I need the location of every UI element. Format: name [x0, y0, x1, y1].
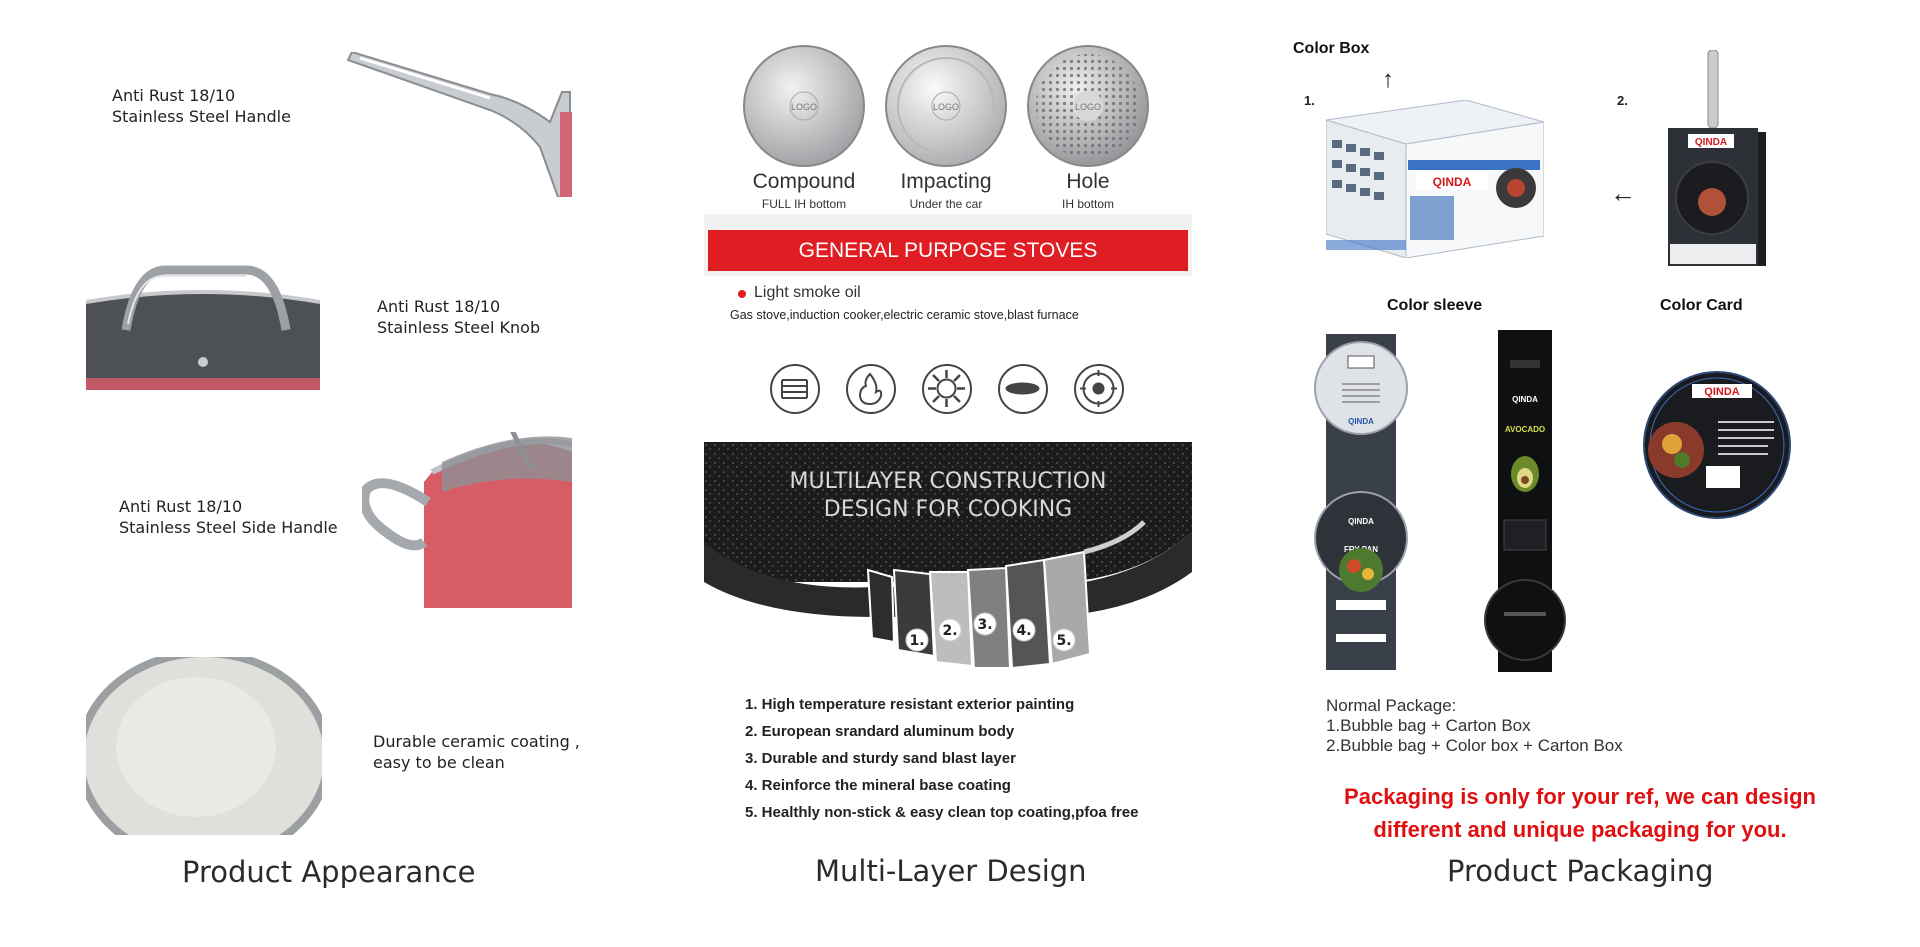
stoves-line: Gas stove,induction cooker,electric cera…	[730, 308, 1079, 322]
sleeve2-brand-text: QINDA	[1512, 395, 1538, 404]
construction-heading-2: DESIGN FOR COOKING	[824, 497, 1072, 522]
impacting-bottom-disc: LOGO	[885, 45, 1007, 167]
sleeve2-product-text: AVOCADO	[1505, 425, 1545, 434]
feature-coating-text: Durable ceramic coating , easy to be cle…	[373, 732, 580, 772]
compound-bottom-disc: LOGO	[743, 45, 865, 167]
layer-item-1: 1. High temperature resistant exterior p…	[745, 696, 1075, 713]
oil-label: Light smoke oil	[754, 284, 861, 301]
multilayer-column: LOGO LOGO LOGO Compound FULL IH bottom I…	[690, 0, 1210, 947]
feature-knob-text: Anti Rust 18/10 Stainless Steel Knob	[377, 297, 541, 337]
electric-hob-icon	[1074, 364, 1124, 414]
induction-coil-icon	[770, 364, 820, 414]
layer-marker-4: 4.	[1016, 623, 1031, 639]
impacting-label: Impacting	[900, 170, 992, 193]
layer-item-4: 4. Reinforce the mineral base coating	[745, 777, 1011, 794]
layer-marker-1: 1.	[909, 633, 924, 649]
pan-box-brand-text: QINDA	[1695, 137, 1727, 148]
layer-item-3: 3. Durable and sturdy sand blast layer	[745, 750, 1016, 767]
card-brand-text: QINDA	[1704, 386, 1740, 398]
hole-logo-text: LOGO	[1075, 102, 1101, 112]
num-2-label: 2.	[1617, 93, 1628, 108]
compound-label: Compound	[752, 170, 856, 193]
ceramic-plate-icon	[998, 364, 1048, 414]
up-arrow-icon: ↑	[1382, 66, 1394, 93]
side-handle-image	[362, 432, 572, 608]
oil-bullet	[738, 290, 746, 298]
left-arrow-icon: ←	[1610, 178, 1636, 208]
hole-sublabel: IH bottom	[1061, 197, 1115, 211]
packaging-note-line-2: different and unique packaging for you.	[1373, 817, 1787, 842]
packaging-title: Product Packaging	[1447, 854, 1714, 888]
color-box-image: QINDA	[1326, 100, 1544, 258]
color-sleeve-1-image: QINDA QINDA FRY PAN	[1314, 334, 1408, 670]
layer-marker-3: 3.	[977, 617, 992, 633]
fry-pan-box-image: QINDA	[1668, 50, 1766, 266]
feature-handle-text: Anti Rust 18/10 Stainless Steel Handle	[112, 86, 291, 126]
compound-sublabel: FULL IH bottom	[761, 197, 847, 211]
feature-side-handle-text: Anti Rust 18/10 Stainless Steel Side Han…	[119, 497, 338, 537]
normal-package-title: Normal Package:	[1326, 696, 1457, 715]
impacting-logo-text: LOGO	[933, 102, 959, 112]
color-sleeve-label: Color sleeve	[1387, 297, 1483, 314]
sleeve1-back-brand: QINDA	[1348, 417, 1374, 426]
gas-flame-icon	[846, 364, 896, 414]
packaging-note: Packaging is only for your ref, we can d…	[1320, 780, 1840, 846]
color-box-label: Color Box	[1293, 40, 1370, 57]
hole-bottom-disc: LOGO	[1027, 45, 1149, 167]
impacting-sublabel: Under the car	[909, 197, 983, 211]
stoves-banner: GENERAL PURPOSE STOVES	[708, 230, 1188, 271]
ceramic-coating-image	[86, 657, 322, 835]
appearance-column: Anti Rust 18/10 Stainless Steel Handle A…	[0, 0, 580, 947]
layer-marker-5: 5.	[1056, 633, 1071, 649]
gas-burner-icon	[922, 364, 972, 414]
box-brand-text: QINDA	[1433, 175, 1472, 189]
normal-package-option-1: 1.Bubble bag + Carton Box	[1326, 716, 1531, 735]
layer-item-2: 2. European srandard aluminum body	[745, 723, 1015, 740]
compound-logo-text: LOGO	[791, 102, 817, 112]
layer-marker-2: 2.	[942, 623, 957, 639]
appearance-title: Product Appearance	[182, 855, 476, 889]
multilayer-pan-graphic: 1. 2. 3. 4. 5. MULTILAYER CONSTRUCTION D…	[704, 442, 1192, 676]
packaging-column: Color Box 1. ↑ QINDA 2. ← QINDA Color sl…	[1290, 0, 1920, 947]
lid-knob-image	[86, 265, 320, 390]
hole-label: Hole	[1066, 170, 1110, 193]
num-1-label: 1.	[1304, 93, 1315, 108]
sleeve1-brand-text: QINDA	[1348, 517, 1374, 526]
construction-heading-1: MULTILAYER CONSTRUCTION	[790, 469, 1107, 494]
handle-image	[346, 52, 572, 197]
color-card-image: QINDA	[1643, 371, 1791, 519]
multilayer-title: Multi-Layer Design	[815, 854, 1087, 888]
packaging-note-line-1: Packaging is only for your ref, we can d…	[1344, 784, 1816, 809]
color-card-label: Color Card	[1660, 297, 1743, 314]
normal-package-option-2: 2.Bubble bag + Color box + Carton Box	[1326, 736, 1623, 755]
color-sleeve-2-image: QINDA AVOCADO	[1484, 330, 1566, 672]
layer-item-5: 5. Healthly non-stick & easy clean top c…	[745, 804, 1139, 821]
